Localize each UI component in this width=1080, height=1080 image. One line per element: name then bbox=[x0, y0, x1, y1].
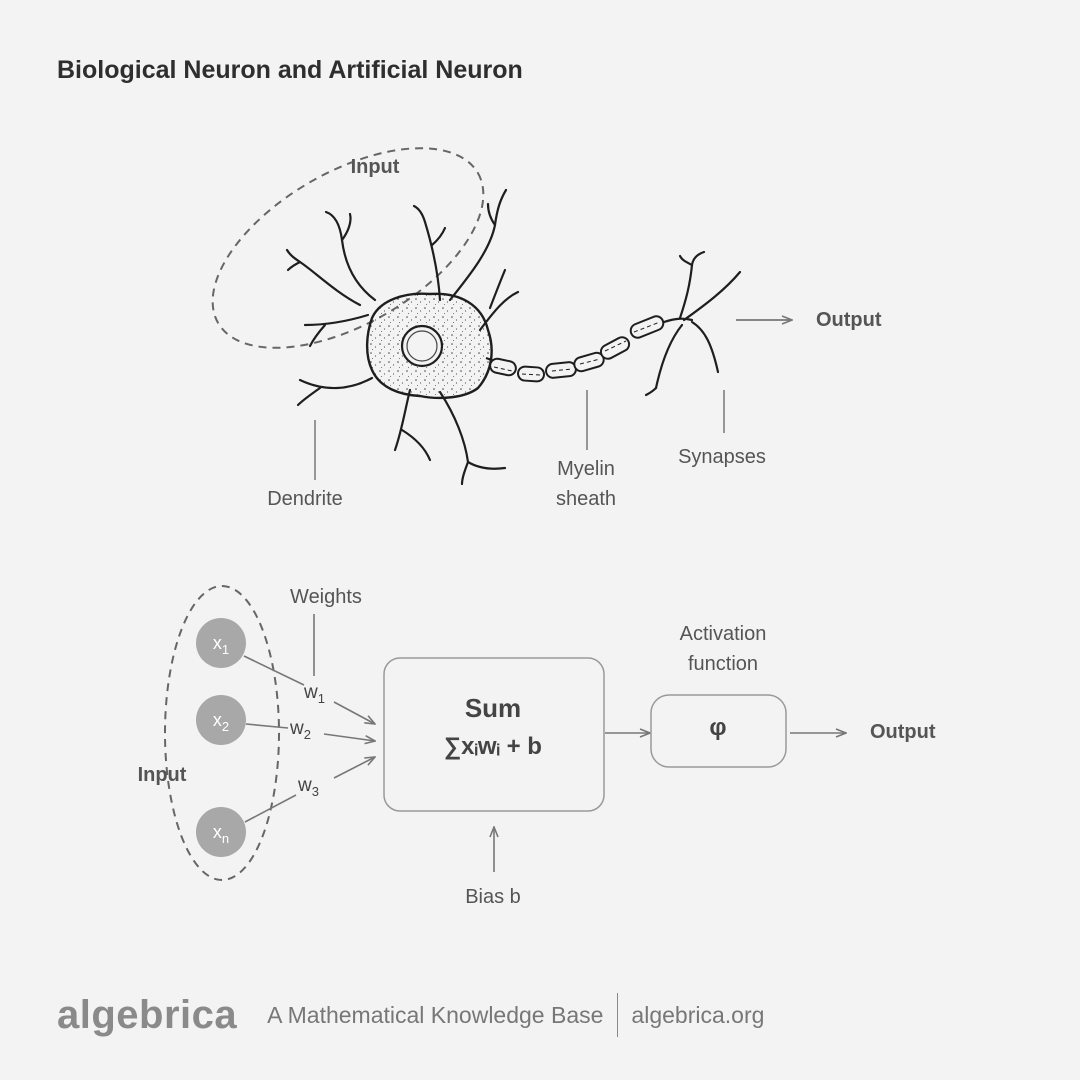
input-node-xn: xn bbox=[196, 807, 246, 857]
input-node-x2: x2 bbox=[196, 695, 246, 745]
edge-x2-w2 bbox=[245, 723, 289, 729]
site-link[interactable]: algebrica.org bbox=[631, 1001, 765, 1028]
bio-output-label: Output bbox=[816, 309, 882, 331]
axon-terminals bbox=[644, 250, 742, 397]
bias-label: Bias b bbox=[465, 886, 521, 908]
sum-formula: ∑xᵢwᵢ + b bbox=[444, 733, 542, 760]
svg-text:x1: x1 bbox=[213, 633, 229, 657]
activation-symbol: φ bbox=[709, 714, 726, 741]
activation-box bbox=[650, 694, 787, 768]
myelin-sheath-segments bbox=[489, 315, 665, 383]
weight-label-w3: w3 bbox=[297, 775, 319, 799]
edge-w1-sum bbox=[333, 701, 375, 724]
weight-label-w2: w2 bbox=[289, 718, 311, 742]
footer: algebrica A Mathematical Knowledge Base … bbox=[57, 990, 764, 1040]
activation-label-line1: Activation bbox=[680, 623, 767, 645]
nucleus bbox=[400, 324, 444, 368]
ann-input-label: Input bbox=[138, 764, 187, 786]
dendrite-label: Dendrite bbox=[267, 488, 343, 510]
sum-box bbox=[383, 657, 605, 812]
synapses-label: Synapses bbox=[678, 446, 766, 468]
svg-text:xn: xn bbox=[213, 822, 229, 846]
edge-w3-sum bbox=[333, 757, 375, 779]
edge-xn-w3 bbox=[244, 794, 297, 823]
biological-neuron-drawing bbox=[211, 147, 792, 486]
activation-label-line2: function bbox=[688, 653, 758, 675]
myelin-label-line2: sheath bbox=[556, 488, 616, 510]
input-node-x1: x1 bbox=[196, 618, 246, 668]
weights-label: Weights bbox=[290, 586, 362, 608]
myelin-label-line1: Myelin bbox=[557, 458, 615, 480]
ann-output-label: Output bbox=[870, 721, 936, 743]
svg-text:x2: x2 bbox=[213, 710, 229, 734]
footer-divider bbox=[617, 993, 619, 1037]
brand-logo[interactable]: algebrica bbox=[57, 992, 238, 1037]
page-title: Biological Neuron and Artificial Neuron bbox=[57, 56, 523, 84]
edge-w2-sum bbox=[323, 733, 375, 741]
inputs-dashed-ellipse bbox=[164, 585, 280, 881]
edge-x1-w1 bbox=[243, 655, 305, 686]
weight-label-w1: w1 bbox=[303, 682, 325, 706]
sum-title: Sum bbox=[465, 693, 521, 723]
artificial-neuron-diagram: x1 x2 xn w1 w2 w3 Sum ∑xᵢwᵢ + b φ bbox=[164, 585, 846, 881]
bio-input-label: Input bbox=[351, 156, 400, 178]
footer-tagline: A Mathematical Knowledge Base bbox=[267, 1001, 604, 1028]
